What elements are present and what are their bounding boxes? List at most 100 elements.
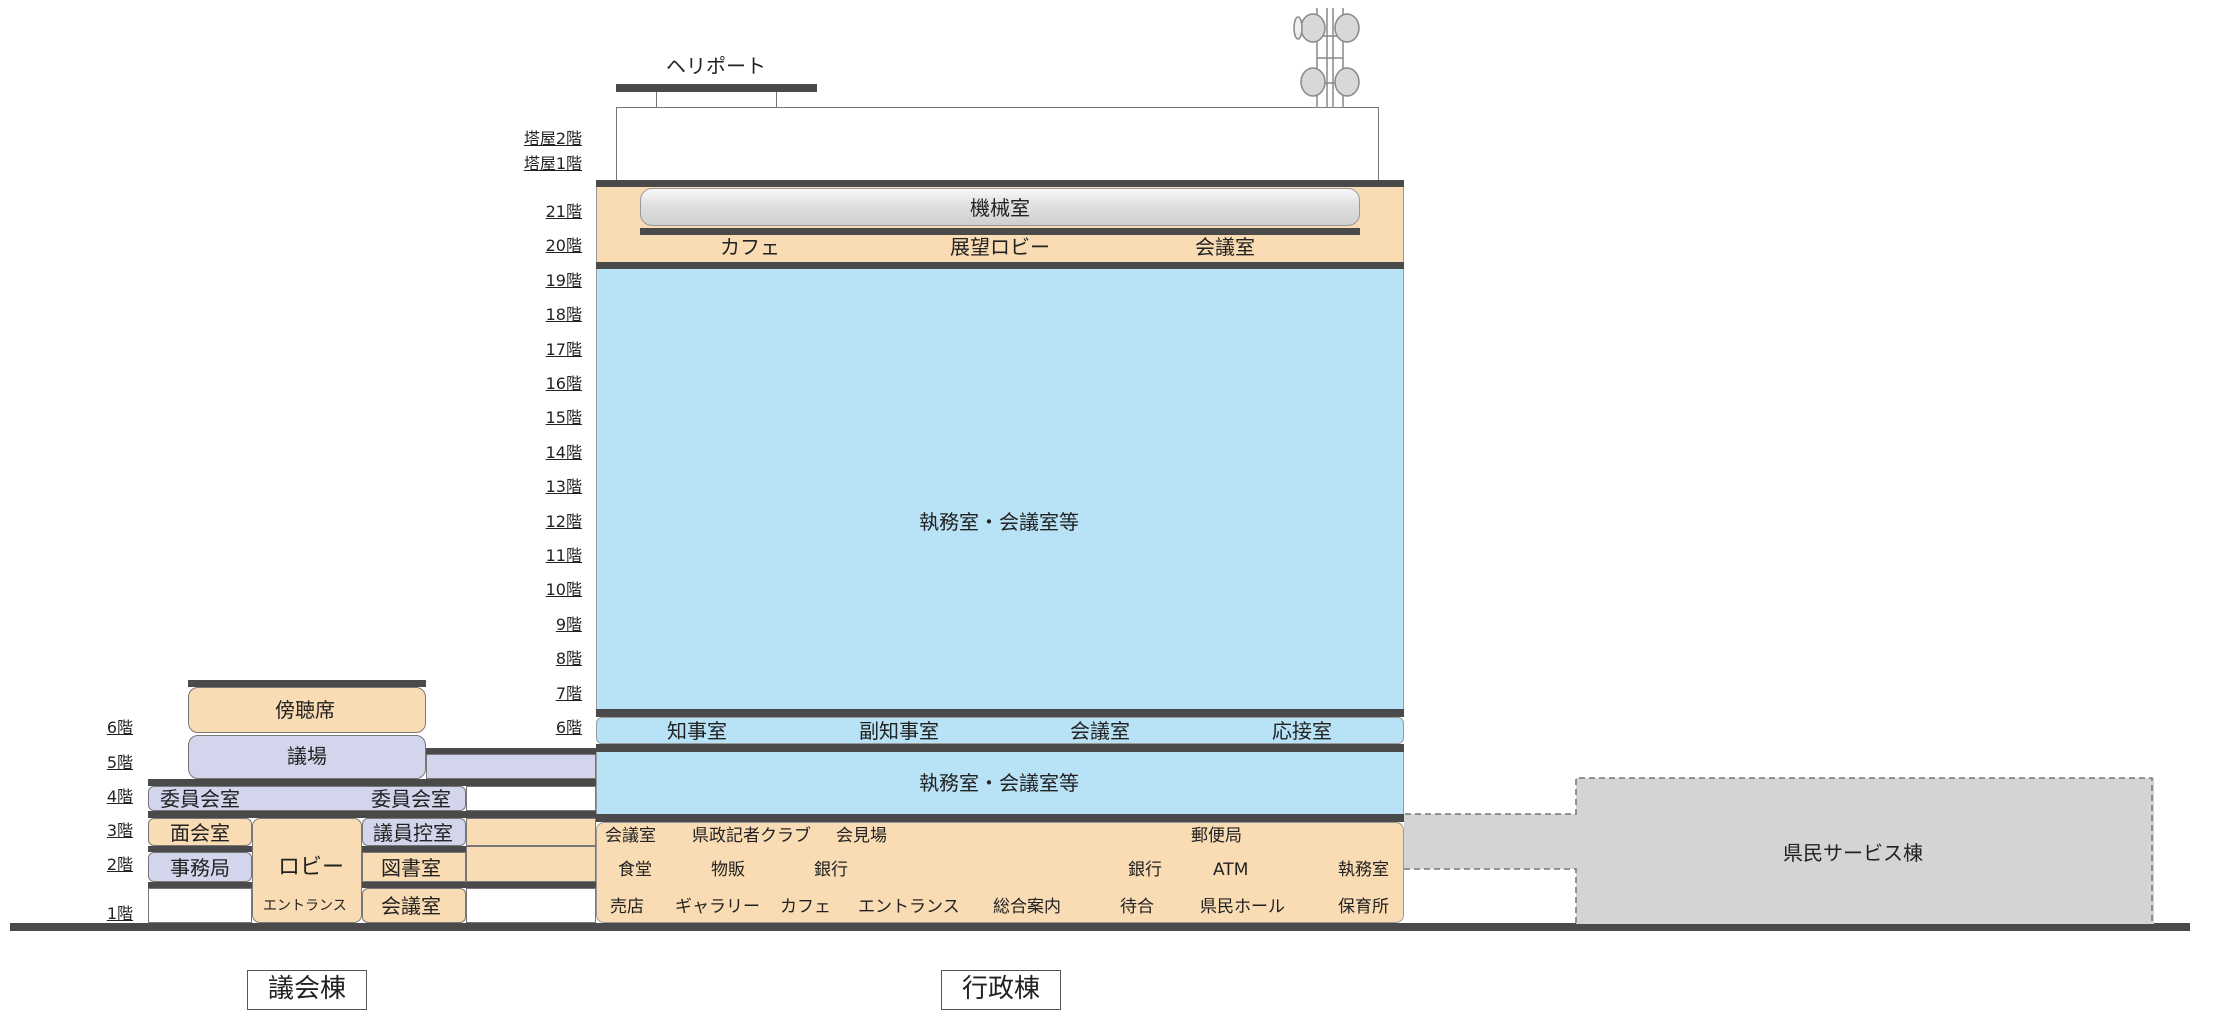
bank-left: 銀行 bbox=[814, 860, 848, 880]
slab-4 bbox=[596, 814, 1404, 822]
assembly-floor-label-1: 1階 bbox=[106, 904, 133, 923]
assembly-slab-2-left bbox=[148, 846, 252, 852]
floor2-east bbox=[466, 846, 596, 882]
waiting-area: 待合 bbox=[1120, 897, 1154, 917]
floor4-corridor bbox=[466, 786, 596, 811]
meeting-room bbox=[148, 818, 252, 846]
shop: 物販 bbox=[711, 860, 745, 880]
floor4-band bbox=[148, 786, 466, 811]
floor-label-20: 20階 bbox=[545, 236, 582, 255]
admin-caption: 行政棟 bbox=[941, 970, 1061, 1010]
citizens-hall: 県民ホール bbox=[1200, 897, 1285, 917]
floor1-west bbox=[148, 888, 252, 923]
assembly-floor-label-5: 5階 bbox=[106, 753, 133, 772]
chamber-label: 議場 bbox=[287, 744, 327, 768]
office-upper-label: 執務室・会議室等 bbox=[919, 510, 1079, 534]
floor-label-7: 7階 bbox=[555, 684, 582, 703]
floor6-zone bbox=[596, 717, 1404, 744]
floor20-meeting: 会議室 bbox=[1195, 235, 1255, 259]
bank-right: 銀行 bbox=[1128, 860, 1162, 880]
slab-7 bbox=[596, 709, 1404, 717]
floor1-east bbox=[466, 888, 596, 923]
kiosk: 売店 bbox=[610, 897, 644, 917]
gallery-room: ギャラリー bbox=[675, 897, 760, 917]
committee-room-right: 委員会室 bbox=[371, 787, 451, 811]
slab-21 bbox=[640, 228, 1360, 235]
press-club: 県政記者クラブ bbox=[692, 826, 811, 846]
floor20-lobby: 展望ロビー bbox=[950, 235, 1050, 259]
gallery-seats-label: 傍聴席 bbox=[275, 698, 335, 722]
office-upper-zone bbox=[596, 269, 1404, 709]
chamber bbox=[188, 735, 426, 779]
conference-room-label: 会議室 bbox=[381, 894, 441, 918]
atm: ATM bbox=[1213, 860, 1249, 880]
gallery-seats bbox=[188, 687, 426, 733]
floor-label-ph2: 塔屋2階 bbox=[523, 129, 582, 148]
assembly-floor-label-3: 3階 bbox=[106, 821, 133, 840]
floor-label-15: 15階 bbox=[545, 408, 582, 427]
floor-label-8: 8階 bbox=[555, 649, 582, 668]
waiting-room bbox=[362, 818, 466, 846]
info-desk: 総合案内 bbox=[993, 897, 1061, 917]
reception-room: 応接室 bbox=[1272, 719, 1332, 743]
committee-room-left: 委員会室 bbox=[160, 787, 240, 811]
assembly-floor-label-4: 4階 bbox=[106, 787, 133, 806]
library-label: 図書室 bbox=[381, 856, 441, 880]
governor-room: 知事室 bbox=[667, 719, 727, 743]
assembly-slab-1-left bbox=[148, 882, 252, 888]
waiting-room-label: 議員控室 bbox=[373, 821, 453, 845]
assembly-floor-label-6: 6階 bbox=[106, 718, 133, 737]
floor-label-13: 13階 bbox=[545, 477, 582, 496]
conference-room bbox=[362, 888, 466, 923]
floor2-office: 執務室 bbox=[1338, 860, 1389, 880]
slab-6 bbox=[596, 744, 1404, 752]
floor-label-19: 19階 bbox=[545, 271, 582, 290]
library bbox=[362, 852, 466, 882]
floor-label-12: 12階 bbox=[545, 512, 582, 531]
bridge-slab bbox=[426, 748, 596, 754]
floor-label-10: 10階 bbox=[545, 580, 582, 599]
floor-label-17: 17階 bbox=[545, 340, 582, 359]
heliport-label: ヘリポート bbox=[666, 54, 766, 78]
antenna-icon bbox=[1293, 8, 1360, 108]
post-office: 郵便局 bbox=[1191, 826, 1242, 846]
vice-governor-room: 副知事室 bbox=[859, 719, 939, 743]
press-room: 会見場 bbox=[836, 826, 887, 846]
floor3-meeting: 会議室 bbox=[605, 826, 656, 846]
floor-label-14: 14階 bbox=[545, 443, 582, 462]
floor3-east bbox=[466, 818, 596, 846]
ground-line bbox=[10, 923, 2190, 931]
assembly-slab-1-right bbox=[362, 882, 596, 888]
heliport-deck bbox=[616, 84, 817, 92]
meeting-room-label: 面会室 bbox=[170, 821, 230, 845]
secretariat-label: 事務局 bbox=[170, 856, 230, 880]
assembly-slab-2-right bbox=[362, 846, 466, 852]
assembly-floor-label-2: 2階 bbox=[106, 855, 133, 874]
cafeteria: 食堂 bbox=[618, 860, 652, 880]
service-building-label: 県民サービス棟 bbox=[1783, 841, 1923, 865]
floor-label-9: 9階 bbox=[555, 615, 582, 634]
floor-label-ph1: 塔屋1階 bbox=[523, 154, 582, 173]
assembly-slab-3 bbox=[148, 811, 596, 818]
floor20-cafe: カフェ bbox=[720, 235, 780, 259]
floor1-cafe: カフェ bbox=[780, 897, 831, 917]
lower-public-zone bbox=[596, 822, 1404, 923]
heliport-post-left bbox=[656, 92, 657, 108]
penthouse bbox=[616, 107, 1379, 183]
slab-20 bbox=[596, 262, 1404, 269]
nursery: 保育所 bbox=[1338, 897, 1389, 917]
floor-label-21: 21階 bbox=[545, 202, 582, 221]
assembly-entrance-label: エントランス bbox=[263, 898, 347, 914]
admin-entrance: エントランス bbox=[858, 897, 960, 917]
floor-label-18: 18階 bbox=[545, 305, 582, 324]
bridge bbox=[426, 754, 596, 779]
machine-room-label: 機械室 bbox=[970, 196, 1030, 220]
secretariat bbox=[148, 852, 252, 882]
roof-slab bbox=[596, 180, 1404, 187]
floor-label-11: 11階 bbox=[545, 546, 582, 565]
floor6-meeting: 会議室 bbox=[1070, 719, 1130, 743]
floor-label-6: 6階 bbox=[555, 718, 582, 737]
office-lower-label: 執務室・会議室等 bbox=[919, 771, 1079, 795]
lobby-label: ロビー bbox=[278, 855, 345, 880]
heliport-post-right bbox=[776, 92, 777, 108]
